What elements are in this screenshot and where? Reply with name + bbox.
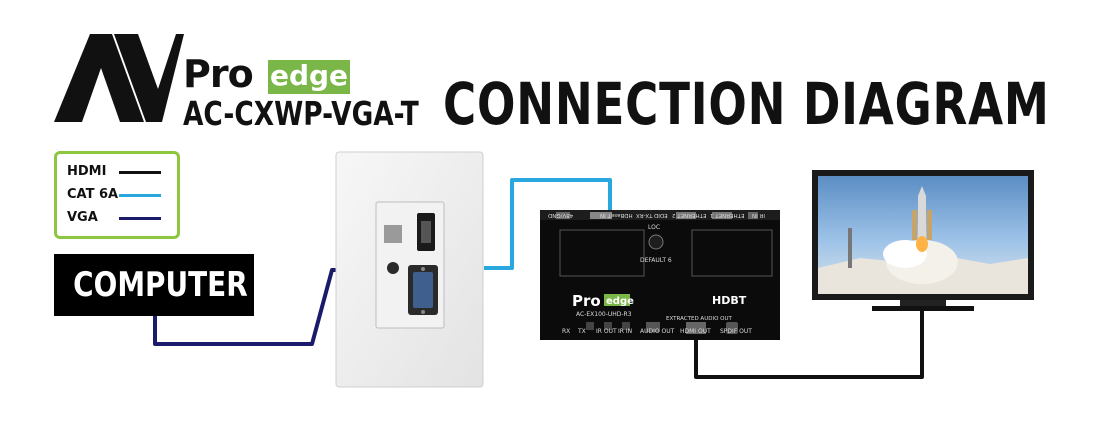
port-label-edid: EDID: [654, 212, 668, 218]
cable-legend: HDMI CAT 6A VGA: [54, 151, 180, 239]
port-label-ethernet1: ETHERNET 1: [710, 212, 745, 218]
logo-edge-badge: edge: [268, 59, 350, 94]
extender-default-label: DEFAULT 6: [640, 257, 672, 264]
extender-brand-edge: edge: [606, 296, 634, 307]
hdmi-cable: [694, 308, 924, 379]
model-number: AC-CXWP-VGA-T: [183, 94, 419, 133]
extender-edid-label: LOC: [648, 224, 660, 231]
port-label-hdbaset-in: HDBaseT IN: [600, 212, 633, 218]
vga-cable: [153, 268, 352, 346]
port-label-spdif-out: SPDIF OUT: [720, 328, 752, 335]
television: [812, 170, 1034, 311]
computer-source-box: COMPUTER: [54, 254, 254, 316]
port-label-ir-in-top: IR IN: [752, 212, 765, 218]
extender-model: AC-EX100-UHD-R3: [576, 311, 632, 318]
port-label-hdmi-out: HDMI OUT: [680, 328, 711, 335]
port-label-rx: RX: [562, 328, 571, 335]
port-label-48v: 48V/GND: [548, 212, 574, 218]
legend-label-hdmi: HDMI: [67, 164, 107, 179]
page-title: CONNECTION DIAGRAM: [443, 70, 1050, 138]
extender-edge-badge: [604, 294, 630, 306]
port-label-ir-out: IR OUT: [596, 328, 617, 335]
legend-swatch-vga: [119, 217, 161, 220]
extender-extracted-audio: EXTRACTED AUDIO OUT: [666, 316, 733, 322]
cat6a-cable: [484, 178, 612, 270]
legend-swatch-hdmi: [119, 171, 161, 174]
extender-brand-pro: Pro: [572, 292, 601, 310]
avpro-logo-mark: [54, 34, 184, 122]
hdbaset-receiver: [540, 210, 780, 340]
legend-swatch-cat6a: [119, 194, 161, 197]
port-label-tx: TX: [578, 328, 586, 335]
extender-top-port-labels: 48V/GND HDBaseT IN TX-RX EDID ETHERNET 2…: [546, 212, 776, 222]
logo-pro-text: Pro: [183, 52, 254, 96]
port-label-audio-out: AUDIO OUT: [640, 328, 675, 335]
computer-label: COMPUTER: [73, 265, 248, 305]
legend-label-vga: VGA: [67, 210, 98, 225]
legend-label-cat6a: CAT 6A: [67, 187, 119, 202]
extender-bottom-port-labels: RX TX IR OUT IR IN AUDIO OUT HDMI OUT SP…: [562, 328, 782, 338]
port-label-ethernet2: ETHERNET 2: [672, 212, 707, 218]
port-label-ir-in-bottom: IR IN: [618, 328, 633, 335]
wall-plate: [335, 151, 484, 388]
port-label-txrx: TX-RX: [636, 212, 653, 218]
extender-hdbt-logo: HDBT: [712, 294, 747, 307]
